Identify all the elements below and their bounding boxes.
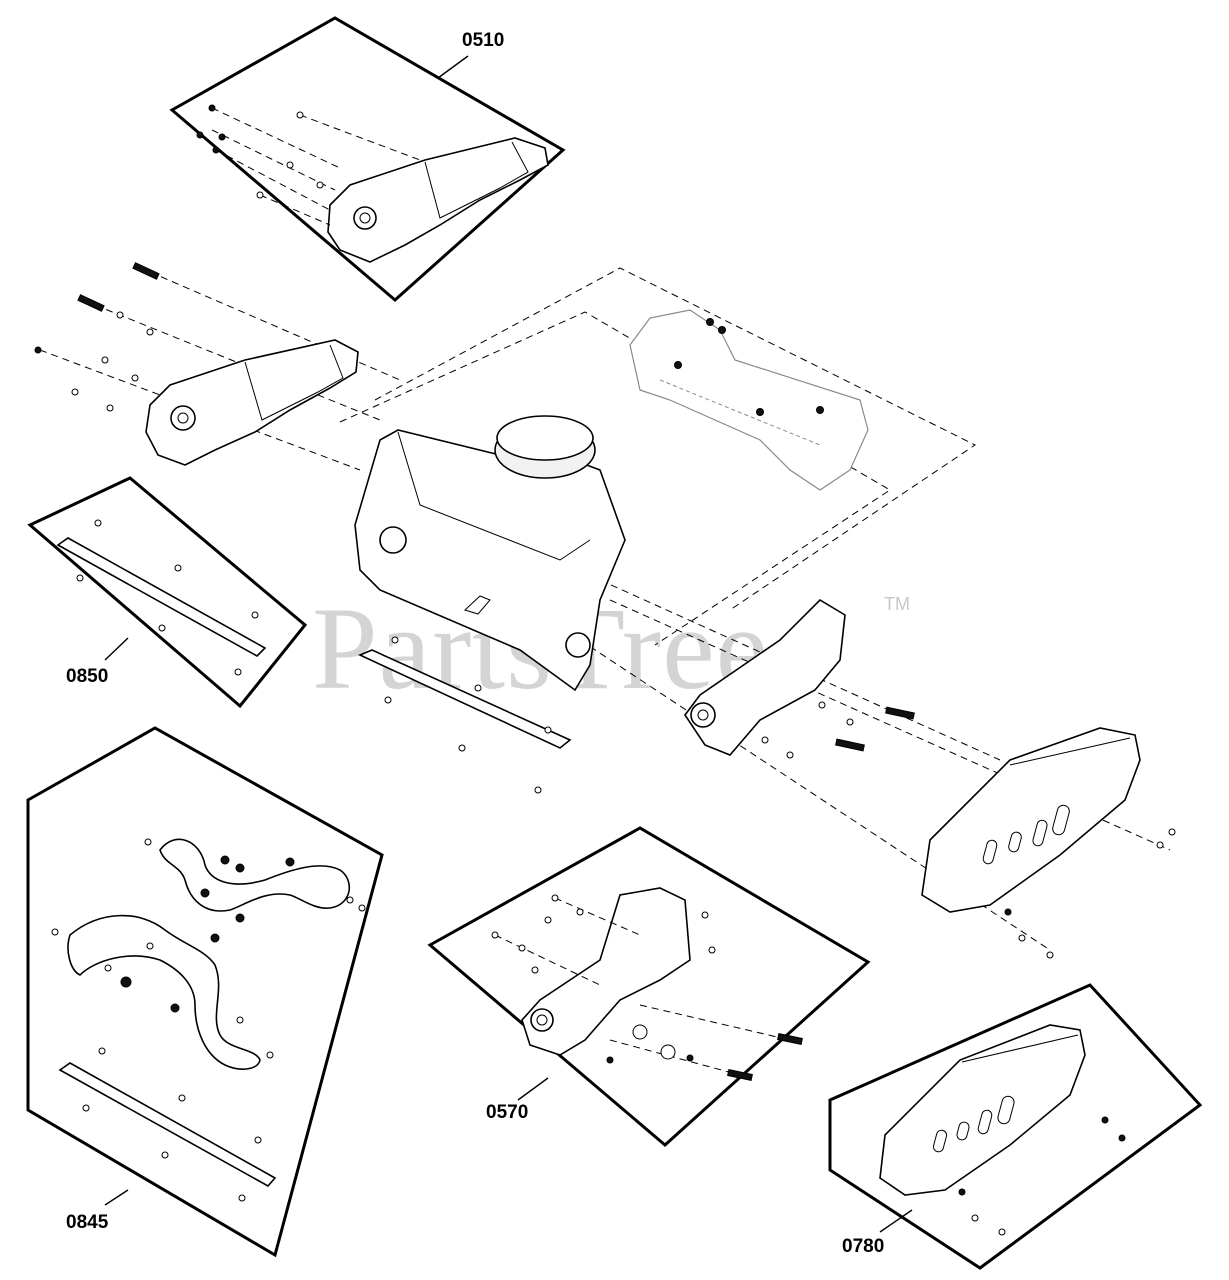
kit-0510-label: 0510 — [462, 30, 504, 51]
kit-0845-label: 0845 — [66, 1212, 109, 1233]
auger-housing-right-bearing — [565, 632, 591, 658]
kit-0570-box[interactable] — [427, 826, 871, 1147]
kit-0850-scraper-bar — [56, 537, 267, 657]
scraper-bar — [358, 649, 572, 749]
kit-0570-hardware — [491, 894, 803, 1082]
kit-0570-guides — [494, 897, 791, 1076]
kit-0780-gearbox-cover — [879, 1024, 1086, 1196]
kit-0510-bearing-bore — [359, 212, 371, 224]
guide-bolt-1 — [149, 271, 401, 381]
ghost-frame-hardware — [674, 318, 824, 416]
auger-housing — [354, 429, 626, 692]
kit-0850-group[interactable]: 0850 — [27, 476, 308, 709]
kit-0510-bearing — [353, 206, 377, 230]
kit-0570-bearing — [530, 1008, 554, 1032]
kit-0845-scraper-bar — [58, 1062, 277, 1188]
kit-0570-label: 0570 — [486, 1102, 528, 1123]
scraper-bar-hardware — [384, 636, 552, 794]
auger-housing-bracket — [464, 595, 491, 615]
left-side-housing-panel — [244, 344, 344, 421]
kit-0780-box[interactable] — [828, 983, 1203, 1270]
kit-0850-leader — [104, 637, 129, 661]
kit-0780-cover-slots — [932, 1095, 1015, 1153]
left-housing-bolts — [34, 262, 160, 412]
guide-bolt-2 — [94, 304, 381, 421]
kit-0845-lower-auger — [67, 914, 261, 1070]
kit-0510-housing-panel — [424, 141, 529, 219]
kit-0780-leader — [879, 1209, 913, 1233]
discharge-chute-ring — [496, 415, 594, 461]
kit-0845-upper-auger — [159, 838, 351, 912]
gearbox-cover-hardware — [1004, 828, 1176, 959]
left-housing-bearing — [170, 405, 196, 431]
gearbox-cover-rib — [1009, 737, 1131, 766]
ghost-frame — [629, 309, 869, 491]
kit-0845-bar-hardware — [82, 1047, 262, 1202]
kit-0510-screws — [196, 104, 421, 226]
guide-frame-outer — [374, 267, 976, 611]
right-side-plate — [684, 598, 846, 756]
left-housing-bearing-bore — [177, 412, 189, 424]
kit-0510-group[interactable]: 0510 — [169, 16, 566, 302]
kit-0510-box[interactable] — [169, 16, 566, 302]
main-assembly — [34, 262, 1176, 959]
kit-0510-leader — [437, 55, 469, 79]
gearbox-cover-slots — [982, 804, 1070, 865]
auger-housing-left-bearing — [379, 526, 407, 554]
right-side-plate-bearing — [690, 702, 716, 728]
kit-0780-hardware — [958, 1116, 1126, 1236]
kit-0510-housing — [327, 137, 549, 263]
auger-housing-edge — [397, 431, 591, 561]
kit-0850-label: 0850 — [66, 666, 108, 687]
kit-0570-leader — [517, 1077, 549, 1101]
right-side-plate-bolts — [761, 701, 915, 759]
kit-0780-group[interactable]: 0780 — [828, 983, 1203, 1270]
kit-0570-side-plate — [521, 887, 691, 1056]
kit-0845-group[interactable]: 0845 — [26, 726, 384, 1258]
left-side-housing — [145, 339, 359, 466]
kit-0845-box[interactable] — [26, 726, 384, 1258]
kit-0570-group[interactable]: 0570 — [427, 826, 871, 1147]
right-side-plate-bearing-bore — [697, 709, 709, 721]
gearbox-cover — [921, 727, 1141, 913]
kit-0780-label: 0780 — [842, 1236, 884, 1257]
kit-0780-cover-rib — [961, 1034, 1079, 1063]
kit-0850-hardware — [76, 519, 259, 676]
trademark-symbol: TM — [884, 594, 910, 614]
kit-0570-bearing-bore — [536, 1014, 548, 1026]
kit-0850-box[interactable] — [27, 476, 308, 709]
kit-0845-leader — [104, 1189, 129, 1206]
kit-0845-auger-hardware — [51, 838, 366, 1059]
ghost-frame-crossbar — [659, 379, 821, 446]
guide-right-2 — [609, 599, 1171, 851]
